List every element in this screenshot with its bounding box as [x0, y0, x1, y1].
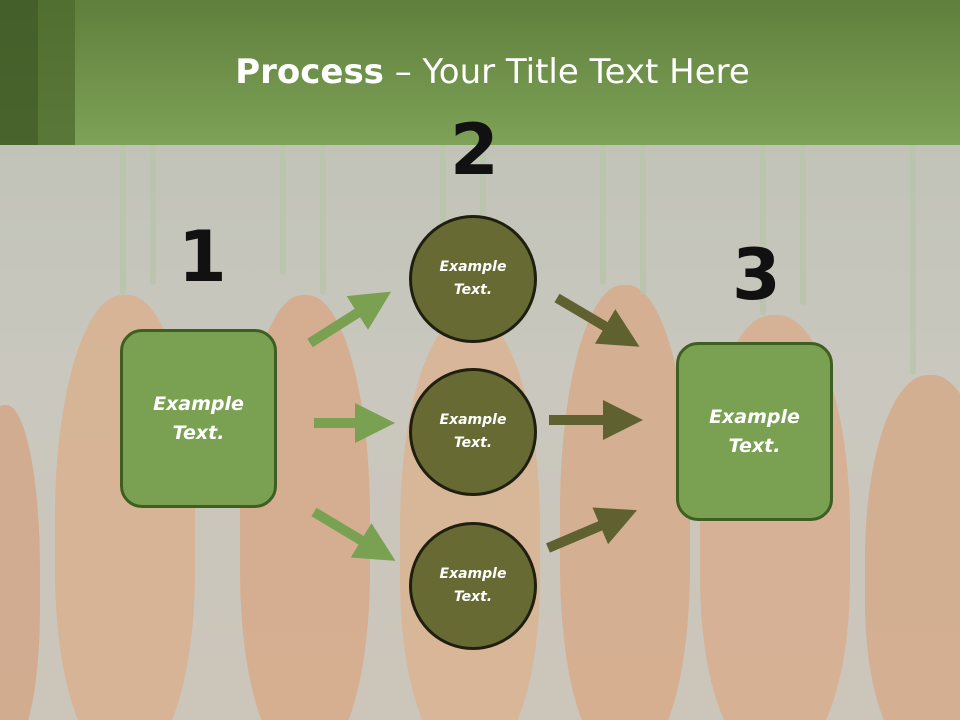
- end-box[interactable]: Example Text.: [676, 342, 833, 521]
- circle-label: Example Text.: [439, 412, 507, 451]
- start-box[interactable]: Example Text.: [120, 329, 277, 508]
- step-number-2[interactable]: 2: [450, 109, 499, 191]
- start-box-label: Example Text.: [153, 392, 244, 444]
- arrow-from-circle-bottom: [546, 507, 638, 553]
- title-bold-part: Process: [235, 52, 384, 92]
- arrow-to-circle-bottom: [311, 507, 396, 561]
- end-box-label: Example Text.: [709, 405, 800, 457]
- step-number-1[interactable]: 1: [178, 216, 227, 298]
- title-banner: Process – Your Title Text Here: [0, 0, 960, 145]
- banner-accent-bar: [38, 0, 75, 145]
- arrow-to-circle-top: [307, 291, 392, 348]
- process-circle-bottom[interactable]: Example Text.: [409, 522, 537, 650]
- page-title[interactable]: Process – Your Title Text Here: [0, 52, 960, 92]
- circle-label: Example Text.: [439, 566, 507, 605]
- process-circle-middle[interactable]: Example Text.: [409, 368, 537, 496]
- title-regular-part: – Your Title Text Here: [383, 52, 750, 92]
- process-circle-top[interactable]: Example Text.: [409, 215, 537, 343]
- banner-accent-bar: [0, 0, 38, 145]
- circle-label: Example Text.: [439, 259, 507, 298]
- step-number-3[interactable]: 3: [732, 234, 781, 316]
- arrow-from-circle-top: [554, 293, 640, 347]
